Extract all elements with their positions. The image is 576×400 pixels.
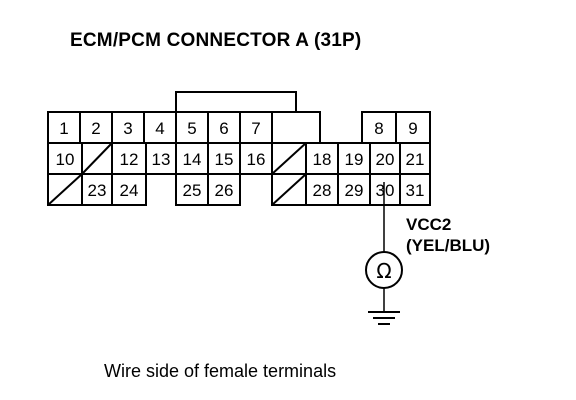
terminal-cell [337,142,371,175]
terminal-number: 29 [345,181,364,200]
terminal-cell-empty-slash [81,142,113,175]
terminal-number: 14 [183,150,202,169]
ground-icon [368,311,400,325]
terminal-cell [337,173,371,206]
terminal-number: 18 [313,150,332,169]
terminal-number: 3 [123,119,132,138]
terminal-number: 10 [56,150,75,169]
terminal-cell [305,173,339,206]
terminal-number: 7 [251,119,260,138]
terminal-number: 15 [215,150,234,169]
terminal-cell [395,111,431,144]
terminal-cell [369,142,401,175]
terminal-cell [399,173,431,206]
terminal-cell [305,142,339,175]
terminal-number: 28 [313,181,332,200]
ohm-symbol: Ω [376,259,391,283]
terminal-numbers: 1 2 3 4 5 6 7 8 9 10 12 13 14 15 16 18 1… [56,119,425,200]
terminal-number: 5 [187,119,196,138]
terminal-number: 2 [91,119,100,138]
terminal-number: 12 [120,150,139,169]
terminal-number: 31 [406,181,425,200]
terminal-cell [239,111,273,144]
terminal-number: 6 [219,119,228,138]
terminal-cell [207,173,241,206]
terminal-number: 8 [374,119,383,138]
terminal-cell [399,142,431,175]
terminal-number: 9 [408,119,417,138]
terminal-number: 23 [88,181,107,200]
terminal-cell [271,111,321,144]
terminal-number: 30 [376,181,395,200]
terminal-cell [111,173,147,206]
connector-lock-tab [175,91,297,112]
page-title: ECM/PCM CONNECTOR A (31P) [70,30,362,51]
wire-label: VCC2 (YEL/BLU) [406,214,490,256]
terminal-cell [81,173,113,206]
connector-row-1 [47,111,431,144]
terminal-cell-empty-slash [47,173,83,206]
terminal-cell-empty-slash [271,142,307,175]
diagram-caption: Wire side of female terminals [104,361,337,381]
terminal-number: 1 [59,119,68,138]
terminal-number: 20 [376,150,395,169]
wire-signal-name: VCC2 [406,215,452,234]
terminal-cell [207,111,241,144]
connector-row-2 [47,142,431,175]
terminal-number: 25 [183,181,202,200]
terminal-number: 16 [247,150,266,169]
terminal-number: 19 [345,150,364,169]
connector-row-3 [47,173,431,206]
terminal-cell-empty-slash [271,173,307,206]
terminal-number: 26 [215,181,234,200]
wire-color-code: (YEL/BLU) [406,236,491,255]
terminal-number: 21 [406,150,425,169]
terminal-number: 4 [155,119,164,138]
terminal-number: 24 [120,181,139,200]
terminal-number: 13 [152,150,171,169]
